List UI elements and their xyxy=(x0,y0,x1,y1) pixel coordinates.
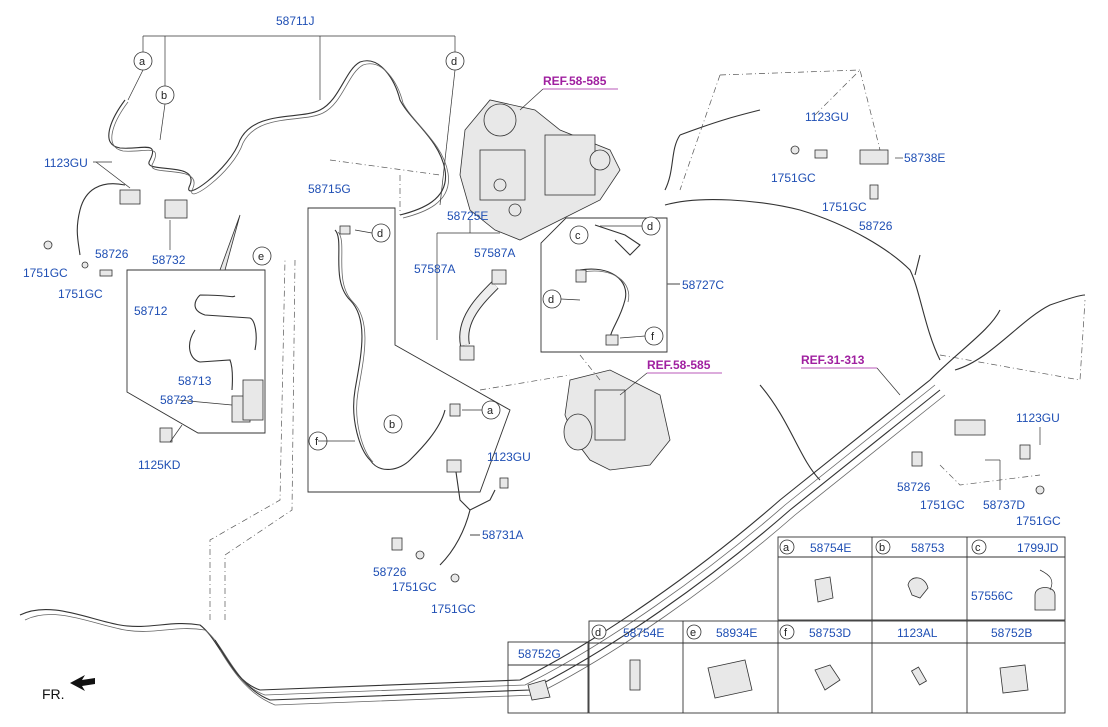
label-58712: 58712 xyxy=(134,304,168,318)
front-indicator: FR. xyxy=(42,675,95,702)
rear-right-brackets xyxy=(790,145,1045,495)
legend-e-letter: e xyxy=(690,627,696,639)
callout-e: e xyxy=(258,251,264,263)
part-number-labels: 58711J 1123GU 1751GC 1751GC 58726 58732 … xyxy=(23,14,1061,616)
label-1751GC-right-a: 1751GC xyxy=(771,171,816,185)
legend-table-top: a 58754E b 58753 c 1799JD 57556C xyxy=(777,536,1066,621)
legend-58752G-part: 58752G xyxy=(518,647,561,661)
bracket-57556C-icon xyxy=(1034,587,1056,611)
legend-c-letter: c xyxy=(975,542,981,554)
label-58732: 58732 xyxy=(152,253,186,267)
legend-single-58752G: 58752G xyxy=(507,641,589,714)
label-58726-left: 58726 xyxy=(95,247,129,261)
label-1751GC-right-b: 1751GC xyxy=(822,200,867,214)
label-58726-right-bottom: 58726 xyxy=(897,480,931,494)
legend-a-part: 58754E xyxy=(810,541,851,555)
callout-f-box: f xyxy=(315,436,319,448)
callout-b-box: b xyxy=(389,419,395,431)
front-arrow-icon xyxy=(70,675,95,691)
legend-1123AL-part: 1123AL xyxy=(897,626,938,640)
label-1751GC-left-b: 1751GC xyxy=(58,287,103,301)
legend-e-part: 58934E xyxy=(716,626,757,640)
label-1123GU-left: 1123GU xyxy=(44,156,88,170)
front-label: FR. xyxy=(42,686,65,702)
label-57587A-right: 57587A xyxy=(474,246,515,260)
clip-58752B-icon xyxy=(999,664,1029,694)
brake-tube-58711J xyxy=(108,35,456,219)
label-1751GC-right-c: 1751GC xyxy=(920,498,965,512)
label-1751GC-right-d: 1751GC xyxy=(1016,514,1061,528)
label-58713: 58713 xyxy=(178,374,212,388)
abs-modulator-unit xyxy=(479,354,671,471)
legend-table-bottom: d 58754E e 58934E f 58753D 1123AL 58752B xyxy=(588,620,1066,714)
callout-b-top: b xyxy=(161,90,167,102)
callout-a-top: a xyxy=(139,56,146,68)
callout-d-top: d xyxy=(451,56,457,68)
label-1751GC-left-a: 1751GC xyxy=(23,266,68,280)
bolt-1123AL-icon xyxy=(910,666,928,686)
label-leaders xyxy=(93,157,1041,536)
master-cylinder-assembly xyxy=(459,99,621,241)
hose-57587A xyxy=(436,220,507,361)
ref-58-585-top[interactable]: REF.58-585 xyxy=(543,74,607,88)
label-1123GU-center: 1123GU xyxy=(487,450,531,464)
detail-box-58727C xyxy=(540,217,680,353)
callout-c-box: c xyxy=(575,230,581,242)
clip-58752G-icon xyxy=(527,679,551,701)
hose-bracket-58732 xyxy=(43,161,188,277)
label-58711J: 58711J xyxy=(276,14,314,28)
clip-58753D-icon xyxy=(814,664,841,691)
callout-circles: a b d e d b f a c d d f xyxy=(133,51,664,451)
legend-a-letter: a xyxy=(783,542,790,554)
label-58715G: 58715G xyxy=(308,182,351,196)
reference-labels: REF.58-585 REF.58-585 REF.31-313 xyxy=(519,74,901,396)
label-58725E: 58725E xyxy=(447,209,488,223)
hose-bracket-58731A xyxy=(391,459,509,583)
legend-c-subpart: 57556C xyxy=(971,589,1013,603)
legend-c-part: 1799JD xyxy=(1017,541,1059,555)
label-1125KD: 1125KD xyxy=(138,458,181,472)
label-58723: 58723 xyxy=(160,393,194,407)
label-1751GC-center-a: 1751GC xyxy=(392,580,437,594)
dashed-leaders xyxy=(209,69,1086,620)
callout-a-box: a xyxy=(487,405,494,417)
ref-58-585-bottom[interactable]: REF.58-585 xyxy=(647,358,711,372)
label-58737D: 58737D xyxy=(983,498,1025,512)
legend-58752B-part: 58752B xyxy=(991,626,1032,640)
label-58738E: 58738E xyxy=(904,151,945,165)
detail-box-left xyxy=(126,214,266,443)
clip-58754E-icon xyxy=(814,576,834,603)
main-brake-lines xyxy=(19,109,1086,706)
legend-f-part: 58753D xyxy=(809,626,851,640)
clip-58753-icon xyxy=(907,577,929,599)
callout-d-box3: d xyxy=(548,294,554,306)
clip-58934E-icon xyxy=(707,659,753,699)
label-57587A-left: 57587A xyxy=(414,262,455,276)
label-1123GU-right-top: 1123GU xyxy=(805,110,849,124)
label-1751GC-center-b: 1751GC xyxy=(431,602,476,616)
detail-box-58715G xyxy=(307,207,511,493)
legend-b-part: 58753 xyxy=(911,541,945,555)
legend-d-letter: d xyxy=(595,627,601,639)
legend-d-part: 58754E xyxy=(623,626,664,640)
legend-b-letter: b xyxy=(879,542,885,554)
legend-f-letter: f xyxy=(784,627,788,639)
callout-d-box2: d xyxy=(647,221,653,233)
label-1123GU-right-bottom: 1123GU xyxy=(1016,411,1060,425)
label-58726-center: 58726 xyxy=(373,565,407,579)
label-58731A: 58731A xyxy=(482,528,523,542)
ref-31-313[interactable]: REF.31-313 xyxy=(801,353,865,367)
label-58726-right-top: 58726 xyxy=(859,219,893,233)
callout-f-box2: f xyxy=(651,331,655,343)
callout-d-box: d xyxy=(377,228,383,240)
label-58727C: 58727C xyxy=(682,278,724,292)
fitting-58754E-icon xyxy=(629,659,641,691)
